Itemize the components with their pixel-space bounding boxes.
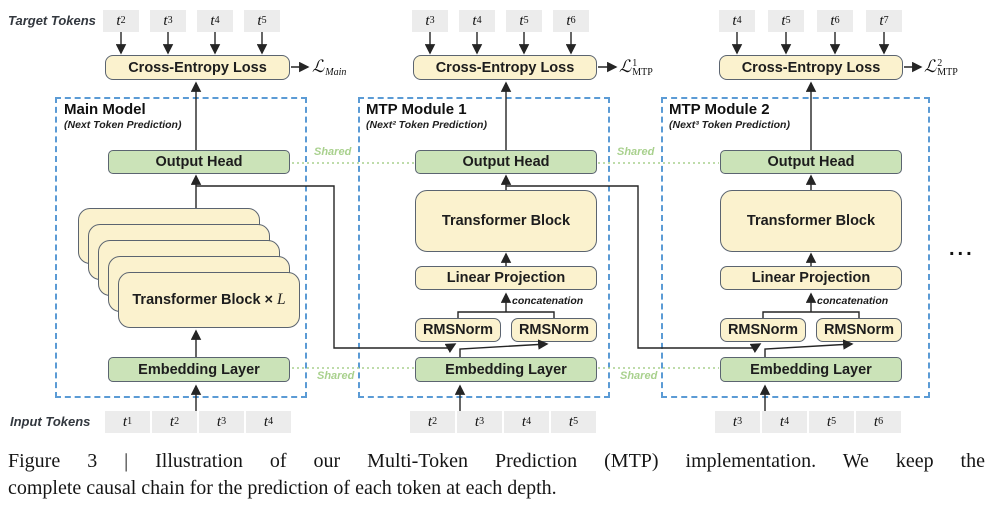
transformer-block-box: Transformer Block bbox=[415, 190, 597, 252]
rmsnorm-right-box: RMSNorm bbox=[816, 318, 902, 342]
token-base: t bbox=[163, 12, 168, 29]
rmsnorm-right-box: RMSNorm bbox=[511, 318, 597, 342]
rmsnorm-left-box: RMSNorm bbox=[720, 318, 806, 342]
shared-label: Shared bbox=[620, 370, 658, 382]
output-head-box: Output Head bbox=[415, 150, 597, 174]
token-base: t bbox=[519, 12, 524, 29]
target-tokens-label: Target Tokens bbox=[8, 13, 96, 28]
shared-label: Shared bbox=[314, 146, 352, 158]
token-base: t bbox=[732, 413, 738, 430]
shared-label: Shared bbox=[317, 370, 355, 382]
token-base: t bbox=[210, 12, 215, 29]
main-model-title: Main Model bbox=[64, 101, 146, 118]
token-base: t bbox=[732, 12, 737, 29]
linear-projection-box: Linear Projection bbox=[720, 266, 902, 290]
cross-entropy-loss-box: Cross-Entropy Loss bbox=[105, 55, 290, 80]
shared-label: Shared bbox=[617, 146, 655, 158]
figure-caption-line1: Figure 3 | Illustration of our Multi-Tok… bbox=[8, 450, 985, 472]
loss-sub: MTP bbox=[937, 67, 958, 78]
loss-sup: 1 bbox=[632, 58, 638, 69]
token-base: t bbox=[873, 413, 879, 430]
concatenation-label: concatenation bbox=[512, 295, 584, 307]
loss-symbol: ℒ bbox=[924, 57, 937, 76]
mtp-module-1-subtitle: (Next² Token Prediction) bbox=[366, 119, 487, 131]
loss-symbol: ℒ bbox=[312, 57, 325, 76]
mtp-module-2-title: MTP Module 2 bbox=[669, 101, 770, 118]
token-base: t bbox=[779, 413, 785, 430]
mtp-module-2-subtitle: (Next³ Token Prediction) bbox=[669, 119, 790, 131]
input-tokens-label: Input Tokens bbox=[10, 414, 91, 429]
output-head-box: Output Head bbox=[108, 150, 290, 174]
main-model-subtitle: (Next Token Prediction) bbox=[64, 119, 182, 131]
token-base: t bbox=[122, 413, 128, 430]
concatenation-label: concatenation bbox=[817, 295, 889, 307]
token-base: t bbox=[116, 12, 121, 29]
linear-projection-box: Linear Projection bbox=[415, 266, 597, 290]
token-base: t bbox=[263, 413, 269, 430]
embedding-layer-box: Embedding Layer bbox=[108, 357, 290, 382]
mtp-module-1-title: MTP Module 1 bbox=[366, 101, 467, 118]
rmsnorm-left-box: RMSNorm bbox=[415, 318, 501, 342]
token-base: t bbox=[879, 12, 884, 29]
loss-sub: Main bbox=[325, 67, 347, 78]
loss-sub: MTP bbox=[632, 67, 653, 78]
token-base: t bbox=[830, 12, 835, 29]
token-base: t bbox=[257, 12, 262, 29]
figure-caption-line2: complete causal chain for the prediction… bbox=[8, 477, 557, 499]
token-base: t bbox=[425, 12, 430, 29]
transformer-block-label: Transformer Block × bbox=[132, 292, 273, 308]
token-base: t bbox=[474, 413, 480, 430]
token-base: t bbox=[472, 12, 477, 29]
more-modules-ellipsis: ... bbox=[949, 238, 975, 260]
embedding-layer-box: Embedding Layer bbox=[720, 357, 902, 382]
token-base: t bbox=[566, 12, 571, 29]
output-head-box: Output Head bbox=[720, 150, 902, 174]
transformer-block-xl-box: Transformer Block ×L bbox=[118, 272, 300, 328]
token-base: t bbox=[781, 12, 786, 29]
transformer-block-box: Transformer Block bbox=[720, 190, 902, 252]
cross-entropy-loss-box: Cross-Entropy Loss bbox=[719, 55, 903, 80]
token-base: t bbox=[427, 413, 433, 430]
transformer-block-var: L bbox=[277, 291, 286, 308]
token-base: t bbox=[216, 413, 222, 430]
token-base: t bbox=[826, 413, 832, 430]
loss-sup: 2 bbox=[937, 58, 943, 69]
token-base: t bbox=[521, 413, 527, 430]
token-base: t bbox=[568, 413, 574, 430]
token-base: t bbox=[169, 413, 175, 430]
loss-symbol: ℒ bbox=[619, 57, 632, 76]
embedding-layer-box: Embedding Layer bbox=[415, 357, 597, 382]
cross-entropy-loss-box: Cross-Entropy Loss bbox=[413, 55, 597, 80]
